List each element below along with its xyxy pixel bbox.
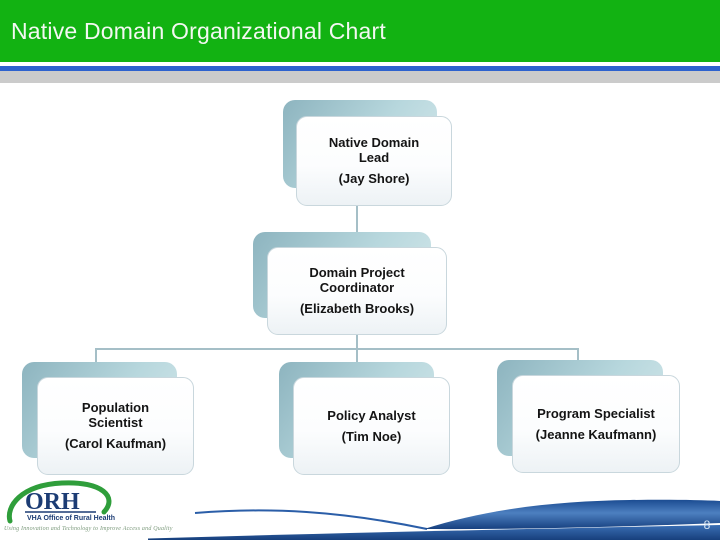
- footer-bottom-bar: [148, 525, 720, 540]
- role-title: Domain Project Coordinator: [309, 265, 405, 295]
- person-name: (Elizabeth Brooks): [299, 301, 415, 316]
- org-node-lead: Native Domain Lead (Jay Shore): [296, 116, 452, 206]
- org-node-policy-analyst: Policy Analyst (Tim Noe): [293, 377, 450, 475]
- org-node-program-specialist: Program Specialist (Jeanne Kaufmann): [512, 375, 680, 473]
- footer-wave-decoration: [148, 499, 720, 540]
- person-name: (Tim Noe): [341, 428, 402, 444]
- person-name: (Carol Kaufman): [64, 436, 167, 451]
- slide-title: Native Domain Organizational Chart: [11, 17, 386, 44]
- divider-stripe-white: [0, 62, 720, 66]
- logo-tagline: Using Innovation and Technology to Impro…: [4, 526, 173, 532]
- title-bar: Native Domain Organizational Chart: [0, 0, 720, 62]
- footer-thin-wave-line: [194, 509, 428, 530]
- person-name: (Jay Shore): [338, 171, 410, 186]
- logo-org-name: VHA Office of Rural Health: [27, 515, 115, 522]
- divider-stripe-blue: [0, 66, 720, 71]
- divider-stripe-gray: [0, 71, 720, 83]
- org-node-population-scientist: Population Scientist (Carol Kaufman): [37, 377, 194, 475]
- role-title: Program Specialist: [537, 405, 655, 421]
- logo-acronym: ORH: [25, 489, 80, 515]
- role-title: Population Scientist: [81, 400, 150, 430]
- role-title: Policy Analyst: [327, 407, 416, 423]
- logo-green-swoosh: [6, 480, 112, 524]
- org-node-coordinator: Domain Project Coordinator (Elizabeth Br…: [267, 247, 447, 335]
- person-name: (Jeanne Kaufmann): [535, 426, 657, 442]
- role-title: Native Domain Lead: [328, 135, 420, 165]
- orh-logo: ORH VHA Office of Rural Health: [6, 480, 115, 524]
- footer-main-wave: [424, 499, 720, 530]
- page-number: 8: [703, 518, 711, 532]
